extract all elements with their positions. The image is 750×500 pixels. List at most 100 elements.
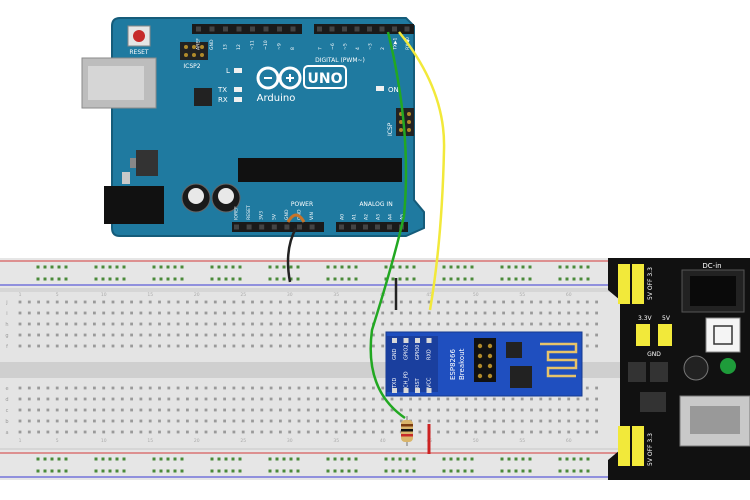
rail-hole <box>442 277 446 281</box>
rail-hole <box>64 469 68 473</box>
column-number: 15 <box>147 438 153 444</box>
digital-label: DIGITAL (PWM~) <box>315 57 365 64</box>
esp-pin-label: TXD <box>392 378 398 389</box>
column-number: 30 <box>287 292 293 298</box>
rail-hole <box>210 457 214 461</box>
terminal-hole <box>27 430 31 434</box>
pin-label: ~11 <box>250 40 256 50</box>
rail-hole <box>94 265 98 269</box>
terminal-hole <box>176 344 180 348</box>
terminal-hole <box>204 386 208 390</box>
terminal-hole <box>158 419 161 423</box>
rail-hole <box>282 265 286 269</box>
rail-hole <box>152 265 156 269</box>
terminal-hole <box>325 408 329 412</box>
arduino-uno-board: RESET ICSP2 L TX RX UNO Arduino ON <box>81 17 425 237</box>
terminal-hole <box>530 322 533 326</box>
terminal-hole <box>130 311 133 315</box>
row-letter: f <box>6 344 8 350</box>
terminal-hole <box>288 300 292 304</box>
rail-hole <box>275 457 279 461</box>
rail-hole <box>36 277 40 281</box>
terminal-hole <box>195 322 199 326</box>
terminal-hole <box>455 419 459 423</box>
terminal-hole <box>297 311 301 315</box>
rail-hole <box>586 265 590 269</box>
terminal-hole <box>269 344 273 348</box>
terminal-hole <box>306 344 310 348</box>
esp-pin-label: VCC <box>427 377 433 388</box>
rail-hole <box>231 265 235 269</box>
terminal-hole <box>195 408 199 412</box>
terminal-hole <box>139 430 143 434</box>
terminal-hole <box>334 408 338 412</box>
column-number: 20 <box>194 292 200 298</box>
pin-label: A1 <box>352 214 358 220</box>
terminal-hole <box>390 322 394 326</box>
terminal-hole <box>279 344 282 348</box>
header-hole <box>263 26 269 32</box>
terminal-hole <box>530 300 533 304</box>
terminal-hole <box>120 386 124 390</box>
terminal-hole <box>213 300 217 304</box>
terminal-hole <box>241 408 245 412</box>
rail-hole <box>115 457 119 461</box>
terminal-hole <box>158 430 161 434</box>
terminal-hole <box>195 386 199 390</box>
terminal-hole <box>325 311 329 315</box>
esp-pin <box>426 388 432 393</box>
pin-label: GND <box>284 209 290 220</box>
terminal-hole <box>195 344 199 348</box>
terminal-hole <box>539 300 543 304</box>
terminal-hole <box>418 430 422 434</box>
terminal-hole <box>595 408 598 412</box>
terminal-hole <box>46 322 50 326</box>
breadboard-power-module: DC-in 5V OFF 3.3 3.3V 5V GND 5V OFF 3.3 <box>608 258 750 480</box>
row-letter: b <box>5 419 8 425</box>
rail-hole <box>456 277 460 281</box>
terminal-hole <box>186 322 189 326</box>
terminal-hole <box>130 300 133 304</box>
terminal-hole <box>251 311 254 315</box>
terminal-hole <box>18 408 22 412</box>
terminal-hole <box>316 386 319 390</box>
column-number: 25 <box>240 292 246 298</box>
rail-hole <box>238 457 242 461</box>
rail-hole <box>101 469 105 473</box>
rail-hole <box>586 469 590 473</box>
terminal-hole <box>520 322 524 326</box>
terminal-hole <box>362 397 366 401</box>
rail-hole <box>340 277 344 281</box>
terminal-hole <box>492 397 496 401</box>
header-hole <box>236 26 242 32</box>
terminal-hole <box>372 430 375 434</box>
rail-hole <box>391 265 395 269</box>
pin-label: GND <box>209 39 215 50</box>
terminal-hole <box>297 408 301 412</box>
terminal-hole <box>297 322 301 326</box>
terminal-hole <box>148 386 152 390</box>
terminal-hole <box>93 408 96 412</box>
terminal-hole <box>167 300 171 304</box>
column-number: 30 <box>287 438 293 444</box>
terminal-hole <box>74 344 78 348</box>
terminal-hole <box>260 430 264 434</box>
terminal-hole <box>241 386 245 390</box>
terminal-hole <box>595 397 598 401</box>
terminal-hole <box>260 322 264 326</box>
terminal-hole <box>204 300 208 304</box>
rail-hole <box>586 277 590 281</box>
rail-hole <box>514 457 518 461</box>
rail-hole <box>159 469 163 473</box>
rail-hole <box>384 277 388 281</box>
rail-hole <box>166 469 170 473</box>
terminal-hole <box>353 311 357 315</box>
terminal-hole <box>409 322 412 326</box>
terminal-hole <box>148 344 152 348</box>
rail-hole <box>289 469 293 473</box>
terminal-hole <box>595 430 598 434</box>
terminal-hole <box>381 430 385 434</box>
header-hole <box>196 26 201 32</box>
terminal-hole <box>372 397 375 401</box>
